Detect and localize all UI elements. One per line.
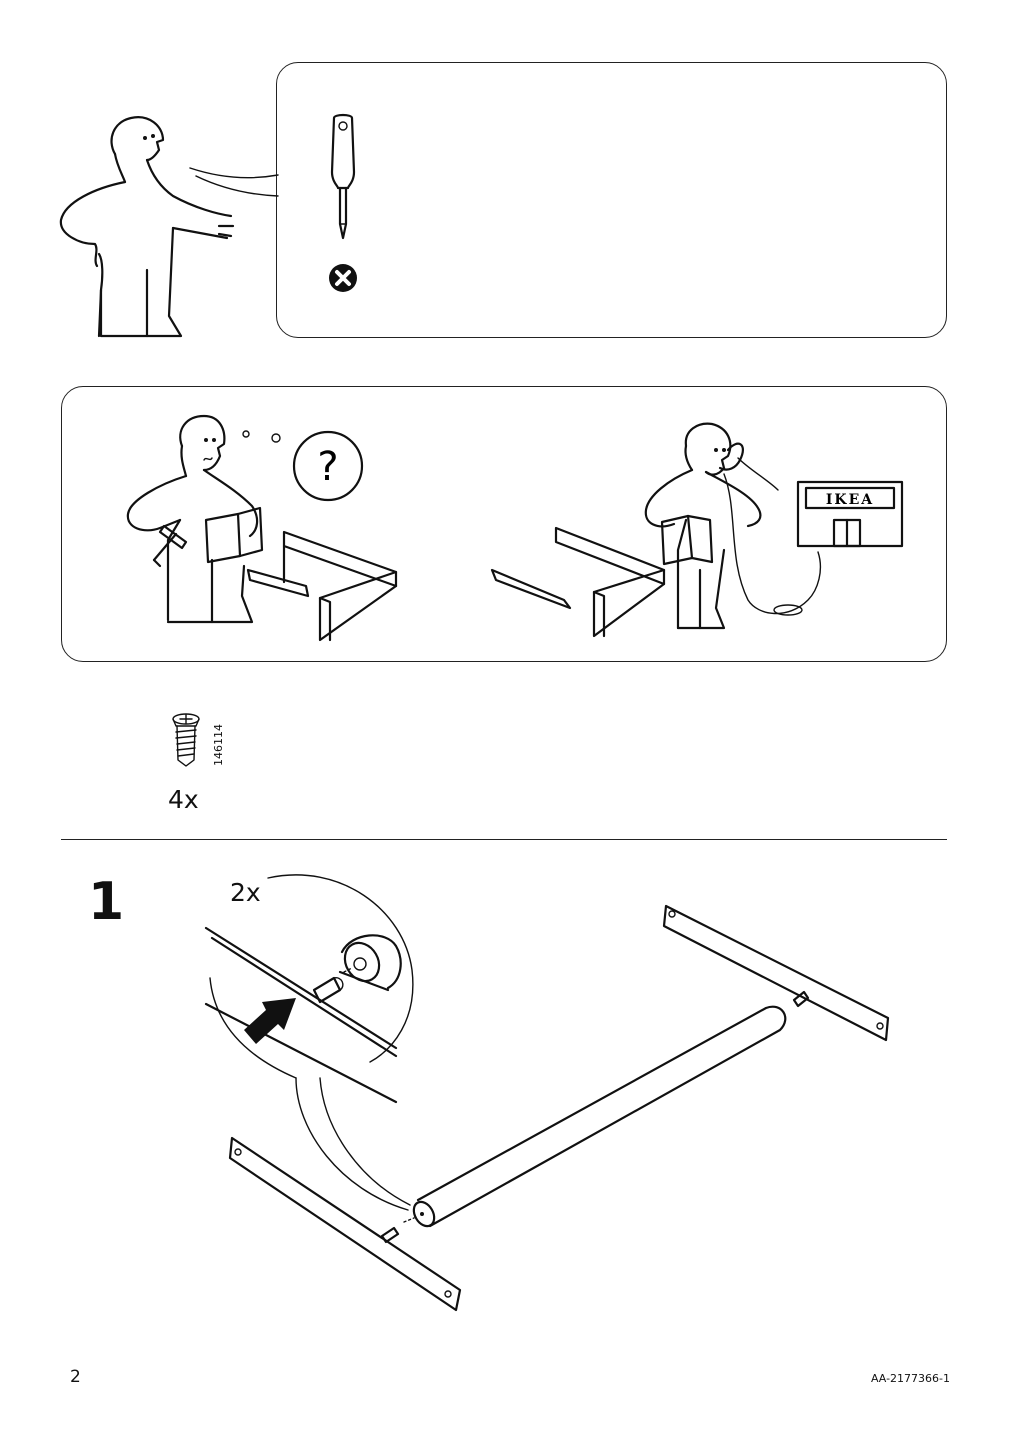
step-number: 1 xyxy=(88,872,125,932)
svg-text:?: ? xyxy=(317,444,338,490)
screw-icon xyxy=(172,713,200,767)
store-sign-text: IKEA xyxy=(826,492,874,508)
pointing-man-icon xyxy=(59,116,235,338)
confused-man-illustration: ? xyxy=(126,414,398,642)
document-id: AA-2177366-1 xyxy=(870,1372,950,1385)
section-divider xyxy=(61,839,947,840)
screwdriver-icon xyxy=(330,113,356,240)
calling-ikea-man-illustration: IKEA xyxy=(490,422,904,638)
part-quantity: 4x xyxy=(168,785,199,814)
tools-panel xyxy=(276,62,947,338)
page-number: 2 xyxy=(70,1367,81,1387)
cross-circle-icon xyxy=(329,264,357,292)
help-panel xyxy=(61,386,947,662)
detail-quantity: 2x xyxy=(230,878,261,907)
